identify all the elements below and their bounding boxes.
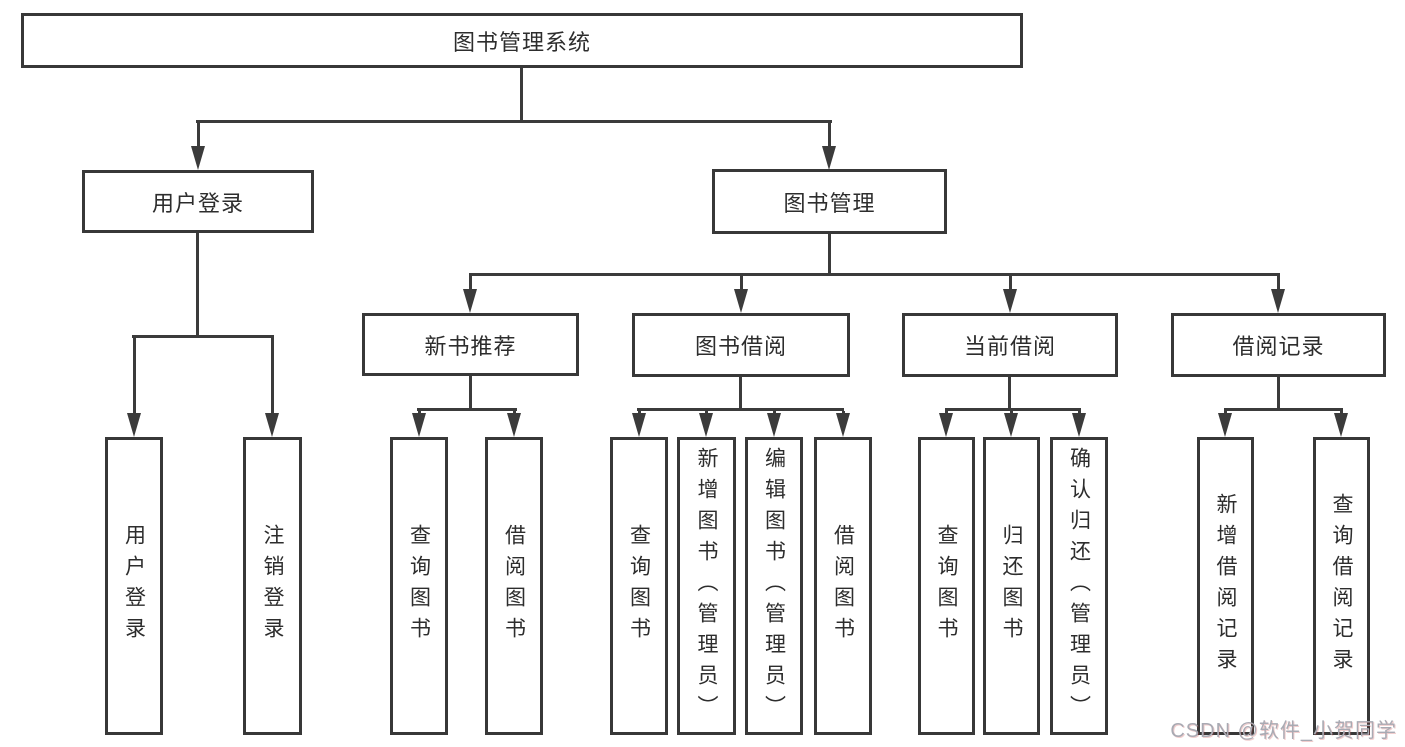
arrow-stem [1009, 411, 1013, 413]
connector-borrow-records-vline [1277, 377, 1280, 408]
connector-arrow-br-add [1218, 411, 1232, 437]
connector-arrow-to-user-login [191, 123, 205, 170]
node-new-book-recommendation: 新书推荐 [362, 313, 579, 376]
arrow-stem [637, 411, 641, 413]
arrow-down-icon [632, 413, 646, 437]
arrow-down-icon [265, 413, 279, 437]
leaf-edit-book-admin: 编辑图书（管理员） [745, 437, 803, 735]
connector-arrow-bb-edit [767, 411, 781, 437]
arrow-down-icon [507, 413, 521, 437]
connector-arrow-bb-query [632, 411, 646, 437]
arrow-down-icon [836, 413, 850, 437]
leaf-logout: 注销登录 [243, 437, 302, 735]
arrow-stem [1008, 276, 1012, 289]
connector-arrow-to-new-book [463, 276, 477, 313]
connector-book-borrow-vline [739, 377, 742, 409]
connector-arrow-bb-add [699, 411, 713, 437]
arrow-stem [739, 276, 743, 289]
arrow-stem [1077, 411, 1081, 413]
connector-new-book-hline [417, 408, 517, 411]
connector-arrow-to-book-borrow [734, 276, 748, 313]
arrow-stem [841, 411, 845, 413]
arrow-down-icon [1334, 413, 1348, 437]
arrow-stem [1223, 411, 1227, 413]
connector-arrow-to-borrow-records [1271, 276, 1285, 313]
leaf-add-borrow-record: 新增借阅记录 [1197, 437, 1254, 735]
arrow-stem [512, 411, 516, 413]
leaf-return-books: 归还图书 [983, 437, 1040, 735]
connector-current-borrow-vline [1008, 377, 1011, 408]
arrow-down-icon [1003, 289, 1017, 313]
arrow-down-icon [1218, 413, 1232, 437]
arrow-down-icon [412, 413, 426, 437]
csdn-watermark: CSDN @软件_小贺同学 [1170, 720, 1397, 742]
node-book-management: 图书管理 [712, 169, 947, 234]
connector-new-book-vline [469, 376, 472, 408]
connector-root-vline [520, 68, 523, 120]
arrow-stem [827, 123, 831, 146]
arrow-stem [132, 338, 136, 413]
connector-user-login-vline [196, 233, 199, 335]
connector-arrow-to-leaf-user-login [127, 338, 141, 437]
arrow-down-icon [191, 146, 205, 170]
node-borrowing-records: 借阅记录 [1171, 313, 1386, 377]
connector-user-login-hline [132, 335, 274, 338]
leaf-query-borrow-record: 查询借阅记录 [1313, 437, 1370, 735]
arrow-down-icon [767, 413, 781, 437]
arrow-stem [772, 411, 776, 413]
connector-arrow-cb-confirm [1072, 411, 1086, 437]
connector-arrow-cb-query [939, 411, 953, 437]
connector-book-mgmt-vline [828, 234, 831, 273]
connector-arrow-br-query [1334, 411, 1348, 437]
arrow-stem [196, 123, 200, 146]
connector-book-mgmt-hline [469, 273, 1280, 276]
connector-arrow-to-book-management [822, 123, 836, 170]
connector-arrow-nb-borrow [507, 411, 521, 437]
leaf-query-books-current: 查询图书 [918, 437, 975, 735]
arrow-down-icon [699, 413, 713, 437]
arrow-stem [1339, 411, 1343, 413]
connector-arrow-to-current-borrow [1003, 276, 1017, 313]
leaf-user-login: 用户登录 [105, 437, 163, 735]
connector-arrow-cb-return [1004, 411, 1018, 437]
connector-current-borrow-hline [945, 408, 1081, 411]
arrow-down-icon [734, 289, 748, 313]
node-current-borrowing: 当前借阅 [902, 313, 1118, 377]
arrow-down-icon [822, 146, 836, 170]
connector-arrow-nb-query [412, 411, 426, 437]
connector-arrow-bb-borrow [836, 411, 850, 437]
arrow-down-icon [1271, 289, 1285, 313]
arrow-down-icon [939, 413, 953, 437]
node-book-borrowing: 图书借阅 [632, 313, 850, 377]
leaf-query-books-recommend: 查询图书 [390, 437, 448, 735]
root-node: 图书管理系统 [21, 13, 1023, 68]
connector-arrow-to-leaf-logout [265, 338, 279, 437]
arrow-down-icon [463, 289, 477, 313]
node-user-login: 用户登录 [82, 170, 314, 233]
arrow-stem [944, 411, 948, 413]
arrow-down-icon [1072, 413, 1086, 437]
leaf-borrow-books: 借阅图书 [814, 437, 872, 735]
arrow-down-icon [127, 413, 141, 437]
leaf-confirm-return-admin: 确认归还（管理员） [1050, 437, 1108, 735]
leaf-add-book-admin: 新增图书（管理员） [677, 437, 736, 735]
arrow-stem [468, 276, 472, 289]
arrow-stem [417, 411, 421, 413]
connector-borrow-records-hline [1224, 408, 1343, 411]
arrow-stem [270, 338, 274, 413]
arrow-down-icon [1004, 413, 1018, 437]
connector-root-hline [196, 120, 832, 123]
arrow-stem [704, 411, 708, 413]
leaf-query-books-borrow: 查询图书 [610, 437, 668, 735]
arrow-stem [1276, 276, 1280, 289]
leaf-borrow-books-recommend: 借阅图书 [485, 437, 543, 735]
connector-book-borrow-hline [637, 408, 844, 411]
